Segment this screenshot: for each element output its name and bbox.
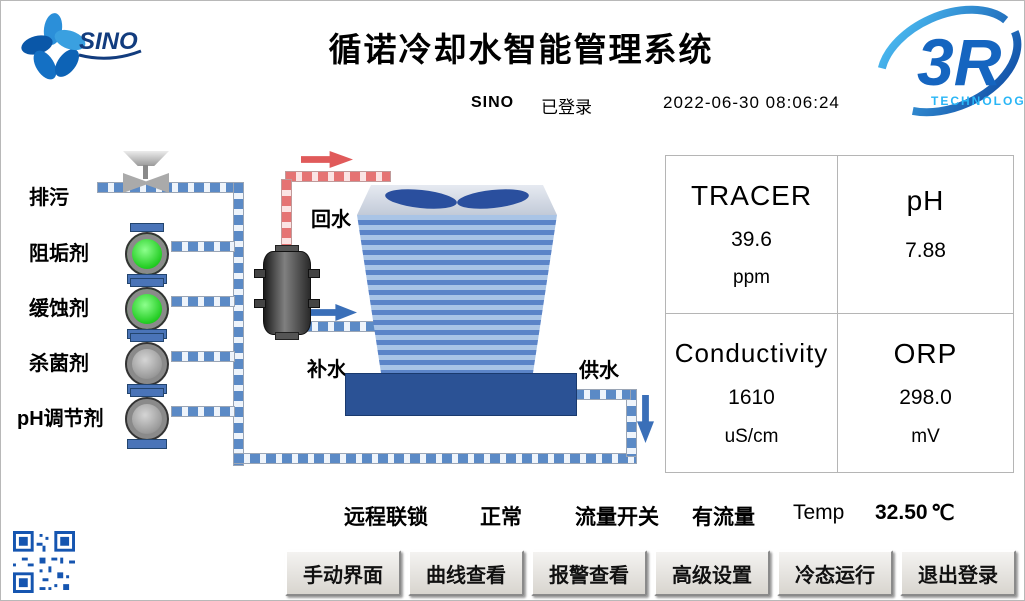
reading-name: ORP xyxy=(893,338,958,369)
reading-ph: pH 7.88 xyxy=(838,156,1013,314)
pump-ph-adjuster-indicator xyxy=(125,397,169,441)
reading-value: 39.6 xyxy=(731,227,772,251)
pipe-bottom-run xyxy=(233,453,637,464)
reading-value: 1610 xyxy=(728,385,775,409)
readings-panel: TRACER 39.6 ppm pH 7.88 Conductivity 161… xyxy=(665,155,1014,473)
label-ph-adjuster: pH调节剂 xyxy=(17,408,104,430)
pipe-supply-horizontal xyxy=(573,389,631,400)
alarm-view-button[interactable]: 报警查看 xyxy=(531,550,647,596)
sino-pinwheel-icon xyxy=(21,13,86,80)
manual-screen-button[interactable]: 手动界面 xyxy=(285,550,401,596)
reading-unit: ppm xyxy=(733,267,770,289)
curve-view-button[interactable]: 曲线查看 xyxy=(408,550,524,596)
login-user: SINO xyxy=(471,94,515,111)
flow-switch-label: 流量开关 xyxy=(575,506,659,529)
interlock-label: 远程联锁 xyxy=(344,506,428,529)
pipe-pump1-stub xyxy=(171,241,235,252)
temp-value: 32.50 xyxy=(875,501,928,524)
pump-biocide-indicator xyxy=(125,342,169,386)
reading-unit: mV xyxy=(911,426,940,447)
blowdown-valve-funnel-icon xyxy=(123,151,169,166)
pipe-return-water-horizontal xyxy=(285,171,391,182)
reading-tracer: TRACER 39.6 ppm xyxy=(666,156,838,314)
pipe-main-vertical xyxy=(233,182,244,466)
flow-switch-value: 有流量 xyxy=(692,506,755,529)
pump-corrosion-inhibitor[interactable] xyxy=(123,278,171,339)
pipe-pump4-stub xyxy=(171,406,235,417)
sino-logo-text: SINO xyxy=(79,28,138,55)
label-biocide: 杀菌剂 xyxy=(29,353,89,375)
label-supply-water: 供水 xyxy=(579,360,619,382)
reading-unit: uS/cm xyxy=(724,425,779,447)
filter-flange-left-1 xyxy=(254,269,266,278)
reading-value: 298.0 xyxy=(899,386,952,409)
3r-technology-logo: 3R TECHNOLOGY xyxy=(876,5,1025,117)
label-return-water: 回水 xyxy=(311,209,351,231)
qr-code-icon xyxy=(13,531,75,593)
label-blowdown: 排污 xyxy=(29,187,69,209)
interlock-value: 正常 xyxy=(480,506,522,529)
filter-flange-right-1 xyxy=(308,269,320,278)
reading-name: pH xyxy=(906,185,945,217)
filter-bottom-cap xyxy=(275,332,299,340)
temp-unit: ℃ xyxy=(931,502,955,525)
label-makeup-water: 补水 xyxy=(307,359,347,381)
3r-swoosh-icon xyxy=(876,5,1022,117)
pump-scale-inhibitor-indicator xyxy=(125,232,169,276)
cooling-tower-body xyxy=(357,215,557,373)
label-scale-inhibitor: 阻垢剂 xyxy=(29,243,89,265)
pump-corrosion-inhibitor-indicator xyxy=(125,287,169,331)
sino-logo: SINO xyxy=(21,13,142,80)
reading-conductivity: Conductivity 1610 uS/cm xyxy=(666,314,838,472)
filter-flange-left-2 xyxy=(254,299,266,308)
blowdown-valve-stem-icon xyxy=(143,165,148,179)
pipe-return-water-vertical xyxy=(281,179,292,253)
pipe-supply-vertical xyxy=(626,389,637,457)
cooling-tower-basin xyxy=(345,373,577,416)
reading-name: Conductivity xyxy=(674,338,829,369)
filter-vessel xyxy=(263,251,311,335)
datetime: 2022-06-30 08:06:24 xyxy=(663,93,840,112)
supply-flow-arrow-icon xyxy=(637,395,654,443)
label-corrosion-inhibitor: 缓蚀剂 xyxy=(29,298,89,320)
blowdown-valve[interactable] xyxy=(123,173,169,193)
pump-scale-inhibitor[interactable] xyxy=(123,223,171,284)
reading-orp: ORP 298.0 mV xyxy=(838,314,1013,472)
reading-name: TRACER xyxy=(690,179,813,211)
reading-value: 7.88 xyxy=(905,238,946,262)
3r-logo-subtext: TECHNOLOGY xyxy=(931,94,1025,108)
pipe-pump3-stub xyxy=(171,351,235,362)
pump-ph-adjuster[interactable] xyxy=(123,388,171,449)
nav-button-row: 手动界面 曲线查看 报警查看 高级设置 冷态运行 退出登录 xyxy=(285,550,1016,596)
3r-logo-text: 3R xyxy=(917,25,1002,99)
pump-biocide[interactable] xyxy=(123,333,171,394)
temp-label: Temp xyxy=(793,501,845,524)
pipe-pump2-stub xyxy=(171,296,235,307)
cold-run-button[interactable]: 冷态运行 xyxy=(777,550,893,596)
filter-flange-right-2 xyxy=(308,299,320,308)
advanced-settings-button[interactable]: 高级设置 xyxy=(654,550,770,596)
page-title: 循诺冷却水智能管理系统 xyxy=(328,31,714,68)
return-flow-arrow-icon xyxy=(301,151,353,168)
logout-button[interactable]: 退出登录 xyxy=(900,550,1016,596)
login-status: 已登录 xyxy=(541,98,592,117)
